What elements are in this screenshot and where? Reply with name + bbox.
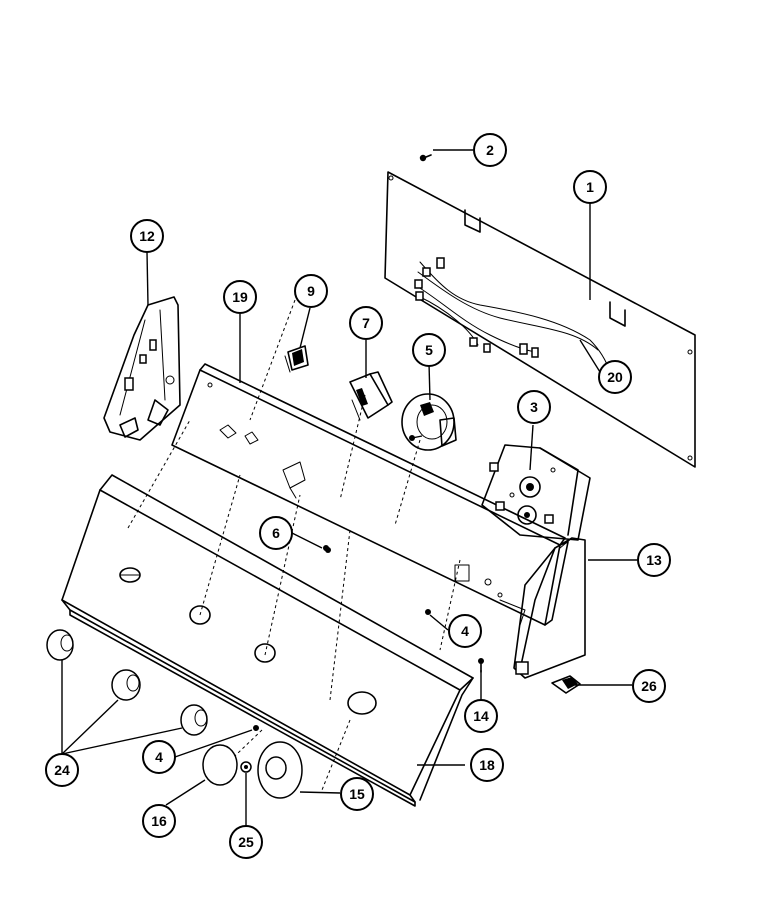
callout-3: 3 xyxy=(517,390,551,424)
callout-5-label: 5 xyxy=(425,342,433,358)
callout-4-lower-label: 4 xyxy=(155,749,163,765)
callout-15-label: 15 xyxy=(349,786,365,802)
callout-7-label: 7 xyxy=(362,315,370,331)
callout-12-label: 12 xyxy=(139,228,155,244)
callout-3-label: 3 xyxy=(530,399,538,415)
callout-12: 12 xyxy=(130,219,164,253)
screw-6-part xyxy=(323,545,329,551)
knobs-part xyxy=(46,629,208,736)
end-cap-part xyxy=(513,537,586,679)
dial-part xyxy=(257,741,303,799)
large-knob-part xyxy=(202,744,238,786)
rear-panel-part xyxy=(384,171,696,468)
clip-part xyxy=(551,675,581,694)
timer-dial-part xyxy=(401,393,457,451)
screw-4-parts xyxy=(253,609,431,731)
left-bracket-part xyxy=(103,296,181,441)
callout-2-label: 2 xyxy=(486,142,494,158)
callout-6-label: 6 xyxy=(272,525,280,541)
callout-14-label: 14 xyxy=(473,708,489,724)
callout-9: 9 xyxy=(294,274,328,308)
projection-lines xyxy=(127,299,461,791)
callout-15: 15 xyxy=(340,777,374,811)
callout-25-label: 25 xyxy=(238,834,254,850)
callout-24: 24 xyxy=(45,753,79,787)
callout-13-label: 13 xyxy=(646,552,662,568)
timer-part xyxy=(481,444,591,541)
callout-13: 13 xyxy=(637,543,671,577)
wire-harness-part xyxy=(414,257,611,373)
callout-1-label: 1 xyxy=(586,179,594,195)
callout-26: 26 xyxy=(632,669,666,703)
callout-19-label: 19 xyxy=(232,289,248,305)
callout-24-label: 24 xyxy=(54,762,70,778)
callout-9-label: 9 xyxy=(307,283,315,299)
screw-14-part xyxy=(478,658,484,673)
callout-5: 5 xyxy=(412,333,446,367)
callout-1: 1 xyxy=(573,170,607,204)
callout-25: 25 xyxy=(229,825,263,859)
callout-6: 6 xyxy=(259,516,293,550)
switch-part xyxy=(284,345,309,373)
callout-4-upper: 4 xyxy=(448,614,482,648)
callout-19: 19 xyxy=(223,280,257,314)
selector-switch-part xyxy=(349,371,393,421)
callout-20: 20 xyxy=(598,360,632,394)
control-panel-part xyxy=(171,363,569,626)
callout-20-label: 20 xyxy=(607,369,623,385)
callout-16-label: 16 xyxy=(151,813,167,829)
screw-part xyxy=(419,154,432,162)
callout-14: 14 xyxy=(464,699,498,733)
callout-16: 16 xyxy=(142,804,176,838)
washer-part xyxy=(240,761,252,773)
callout-18-label: 18 xyxy=(479,757,495,773)
callout-4-upper-label: 4 xyxy=(461,623,469,639)
leader-lines xyxy=(61,149,637,826)
callout-2: 2 xyxy=(473,133,507,167)
callout-4-lower: 4 xyxy=(142,740,176,774)
callout-7: 7 xyxy=(349,306,383,340)
callout-26-label: 26 xyxy=(641,678,657,694)
callout-18: 18 xyxy=(470,748,504,782)
